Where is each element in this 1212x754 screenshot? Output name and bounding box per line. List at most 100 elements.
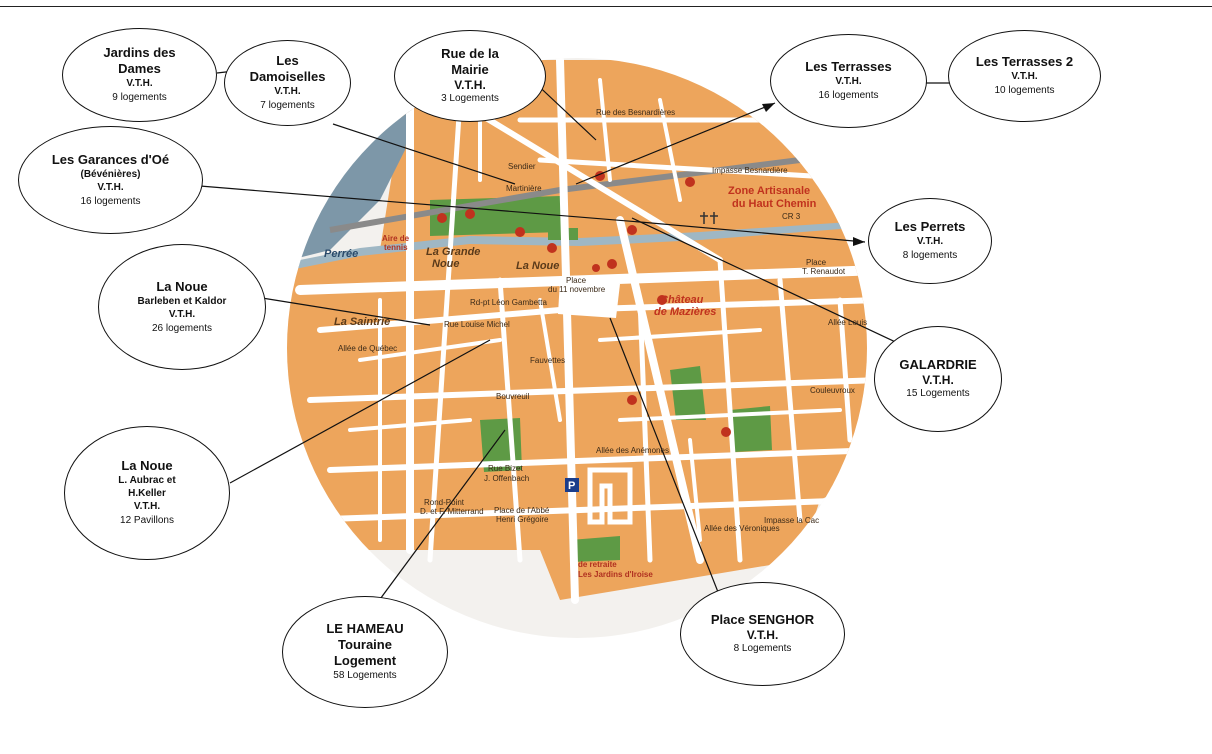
bubble-la-noue-barleben: La Noue Barleben et Kaldor V.T.H. 26 log… <box>98 244 266 370</box>
bubble-name: Place SENGHOR <box>710 612 815 627</box>
svg-text:P: P <box>568 480 575 492</box>
bubble-les-terrasses: Les Terrasses V.T.H. 16 logements <box>770 34 927 128</box>
label-perree: Perrée <box>324 248 359 260</box>
bubble-name-line2: L. Aubrac et <box>118 475 176 486</box>
bubble-name-line3: H.Keller <box>128 488 166 499</box>
bubble-name-line2: Touraine <box>338 637 392 652</box>
label-place-renaudot: Place <box>806 258 827 267</box>
label-impasse-la-cac: Impasse la Cac <box>764 516 820 525</box>
bubble-jardins-des-dames: Jardins des Dames V.T.H. 9 logements <box>62 28 217 122</box>
label-la-grande: La Grande <box>426 246 481 258</box>
bubble-rue-de-la-mairie: Rue de la Mairie V.T.H. 3 Logements <box>394 30 546 122</box>
label-couleuvroux: Couleuvroux <box>810 386 855 395</box>
label-besnardieres: Rue des Besnardières <box>596 108 676 117</box>
label-mitterrand: D. et F. Mitterrand <box>420 507 484 516</box>
top-rule <box>0 6 1212 7</box>
label-impasse-besnardiere: Impasse Besnardière <box>712 166 788 175</box>
label-mazieres: de Mazières <box>654 306 717 318</box>
bubble-les-perrets: Les Perrets V.T.H. 8 logements <box>868 198 992 284</box>
bubble-type: V.T.H. <box>1011 71 1038 82</box>
cemetery-icon <box>700 212 718 224</box>
label-du-11-novembre: du 11 novembre <box>548 285 606 294</box>
bubble-name: Les Terrasses 2 <box>975 54 1074 69</box>
label-bouvreuil: Bouvreuil <box>496 392 530 401</box>
bubble-name-line2: (Bévénières) <box>80 168 141 180</box>
bubble-type: V.T.H. <box>168 308 196 320</box>
label-noue: Noue <box>432 258 460 270</box>
park-bottom2 <box>570 536 620 562</box>
label-quebec: Allée de Québec <box>338 344 398 353</box>
bubble-galardrie: GALARDRIE V.T.H. 15 Logements <box>874 326 1002 432</box>
label-henri-gregoire: Henri Grégoire <box>496 515 549 524</box>
label-jardins-iroise: Les Jardins d'Iroise <box>578 570 653 579</box>
arrow-heads <box>762 103 865 246</box>
bubble-count: 16 logements <box>80 195 141 207</box>
bubble-type: V.T.H. <box>835 76 862 87</box>
bubble-les-terrasses-2: Les Terrasses 2 V.T.H. 10 logements <box>948 30 1101 122</box>
label-place-11: Place <box>566 276 587 285</box>
label-gambetta: Rd-pt Léon Gambetta <box>470 298 547 307</box>
bubble-name: Jardins des <box>103 45 176 60</box>
bubble-count: 9 logements <box>112 92 167 103</box>
bubble-count: 12 Pavillons <box>120 515 174 526</box>
map-markers <box>437 171 731 437</box>
park-right <box>670 366 706 420</box>
label-anemones: Allée des Anémones <box>596 446 669 455</box>
label-la-saintrie: La Saintrie <box>334 316 391 328</box>
bubble-count: 15 Logements <box>906 388 970 399</box>
bubble-type: V.T.H. <box>274 86 301 97</box>
label-sendier: Sendier <box>508 162 536 171</box>
bubble-count: 10 logements <box>994 85 1055 96</box>
label-rond-point: Rond-Point <box>424 498 465 507</box>
bubble-count: 8 Logements <box>733 643 792 654</box>
bubble-name-line3: Logement <box>333 653 397 668</box>
label-allee-louis: Allée Louis <box>828 318 868 327</box>
bubble-count: 3 Logements <box>441 93 499 104</box>
parking-sign <box>565 478 579 492</box>
bubble-name: La Noue <box>121 458 173 473</box>
bubble-name-line2: Dames <box>118 61 161 76</box>
bubble-name: Rue de la <box>441 46 499 61</box>
bubble-name: GALARDRIE <box>899 357 977 372</box>
bubble-type: V.T.H. <box>97 181 124 193</box>
bubble-count: 26 logements <box>151 322 213 334</box>
label-renaudot: T. Renaudot <box>802 267 846 276</box>
bubble-type: V.T.H. <box>133 501 161 512</box>
label-tennis: tennis <box>384 243 408 252</box>
label-fauvettes: Fauvettes <box>530 356 566 365</box>
open-square <box>558 280 620 318</box>
label-la-noue: La Noue <box>516 260 560 272</box>
bubble-count: 58 Logements <box>333 670 397 681</box>
label-zone-artisanale: Zone Artisanale <box>728 185 811 197</box>
senghor-building <box>587 467 633 525</box>
label-rue-bizet: Rue Bizet <box>488 464 523 473</box>
bubble-name-line2: Damoiselles <box>249 69 326 84</box>
bubble-count: 7 logements <box>260 100 315 111</box>
bubble-name: LE HAMEAU <box>326 621 404 636</box>
bubble-name: La Noue <box>156 278 208 294</box>
label-haut-chemin: du Haut Chemin <box>732 198 817 210</box>
bubble-name: Les <box>276 53 299 68</box>
bubble-type: V.T.H. <box>126 78 153 89</box>
bubble-name: Les Terrasses <box>805 59 892 74</box>
bubble-count: 16 logements <box>818 90 879 101</box>
bubble-name: Les Perrets <box>894 219 966 234</box>
bubble-la-noue-aubrac: La Noue L. Aubrac et H.Keller V.T.H. 12 … <box>64 426 230 560</box>
roads <box>295 58 867 604</box>
river <box>290 220 867 270</box>
bubble-les-garances: Les Garances d'Oé (Bévénières) V.T.H. 16… <box>18 126 203 234</box>
bubble-type: V.T.H. <box>922 373 954 387</box>
bubble-name-line2: Barleben et Kaldor <box>137 295 227 307</box>
label-cr3: CR 3 <box>782 212 801 221</box>
bubble-name: Les Garances d'Oé <box>51 151 170 167</box>
label-martiniere: Martinière <box>506 184 542 193</box>
park-right2 <box>730 406 772 452</box>
label-offenbach: J. Offenbach <box>484 474 530 483</box>
bubble-place-senghor: Place SENGHOR V.T.H. 8 Logements <box>680 582 845 686</box>
bubble-name-line2: Mairie <box>451 62 489 77</box>
bubble-type: V.T.H. <box>454 78 486 92</box>
label-chateau: Château <box>660 294 704 306</box>
bubble-type: V.T.H. <box>746 628 779 642</box>
label-veroniques: Allée des Véroniques <box>704 524 780 533</box>
